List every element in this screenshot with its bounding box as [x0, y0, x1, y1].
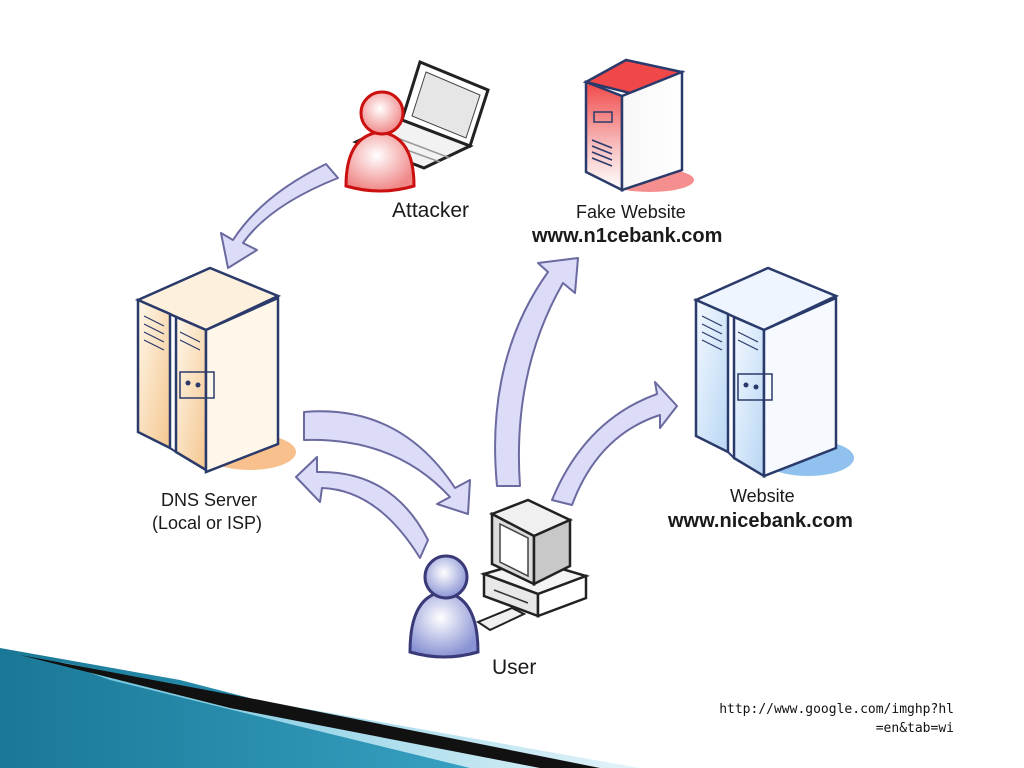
source-url: http://www.google.com/imghp?hl =en&tab=w…	[719, 700, 954, 738]
website-label: Website	[730, 486, 795, 506]
user-person-icon	[408, 554, 480, 659]
source-url-line-1: http://www.google.com/imghp?hl	[719, 702, 954, 717]
dns-server-label: DNS Server	[161, 490, 258, 510]
dns-server-icon	[134, 266, 296, 474]
attacker-node	[344, 59, 490, 193]
dns-server-sublabel: (Local or ISP)	[152, 513, 263, 533]
attacker-label: Attacker	[392, 199, 470, 222]
arrow-attacker-to-dns	[220, 163, 339, 269]
user-node	[408, 498, 590, 659]
fake-website-url: www.n1cebank.com	[532, 225, 723, 247]
attacker-person-icon	[344, 90, 416, 193]
arrow-user-to-dns	[295, 456, 429, 559]
fake-server-icon	[582, 58, 694, 193]
desktop-computer-icon	[475, 498, 590, 632]
arrow-user-to-fake-website	[494, 257, 579, 487]
arrow-user-to-website	[551, 381, 678, 506]
laptop-icon	[352, 59, 490, 170]
dns-server-node	[134, 266, 296, 474]
website-url: www.nicebank.com	[668, 510, 853, 532]
fake-website-node	[582, 58, 694, 193]
website-server-icon	[692, 266, 854, 479]
decorative-band	[0, 648, 640, 768]
arrow-dns-to-user	[303, 410, 471, 515]
website-node	[692, 266, 854, 479]
user-label: User	[492, 656, 537, 679]
source-url-line-2: =en&tab=wi	[875, 721, 954, 736]
fake-website-label: Fake Website	[576, 202, 686, 222]
